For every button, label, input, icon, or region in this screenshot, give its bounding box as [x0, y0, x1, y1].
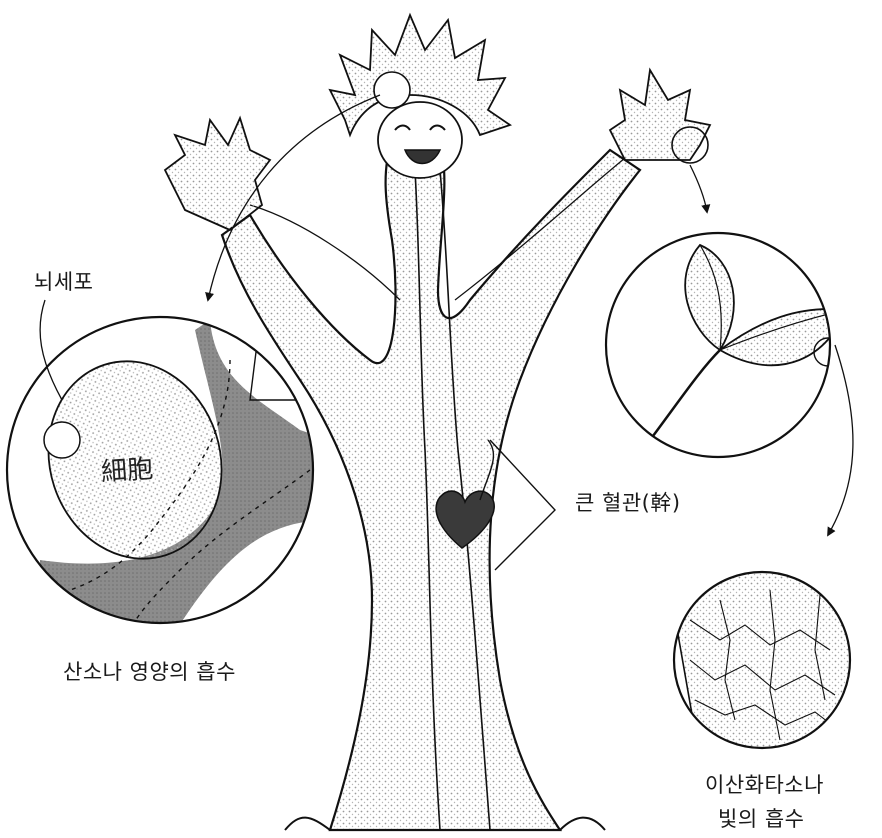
label-oxygen-nutrient-absorption: 산소나 영양의 흡수 — [63, 656, 236, 686]
label-co2-line1: 이산화타소나 — [705, 769, 824, 799]
label-large-vessel: 큰 혈관(幹) — [575, 487, 681, 517]
brain-zoom-spot — [374, 72, 410, 108]
arrow-leaf — [690, 165, 707, 212]
cell-inner-text: 細胞 — [100, 448, 154, 489]
arrow-vein — [828, 345, 853, 535]
leaf-magnified-circle — [606, 233, 845, 457]
leaf-vein-magnified-circle — [672, 566, 860, 760]
right-hand-leaves — [610, 70, 710, 163]
left-hand-leaves — [165, 118, 270, 230]
vessel-bracket — [490, 440, 555, 570]
label-co2-line2: 빛의 흡수 — [718, 803, 804, 833]
tree-crown-hair — [330, 15, 510, 178]
label-brain-cell: 뇌세포 — [34, 266, 93, 296]
